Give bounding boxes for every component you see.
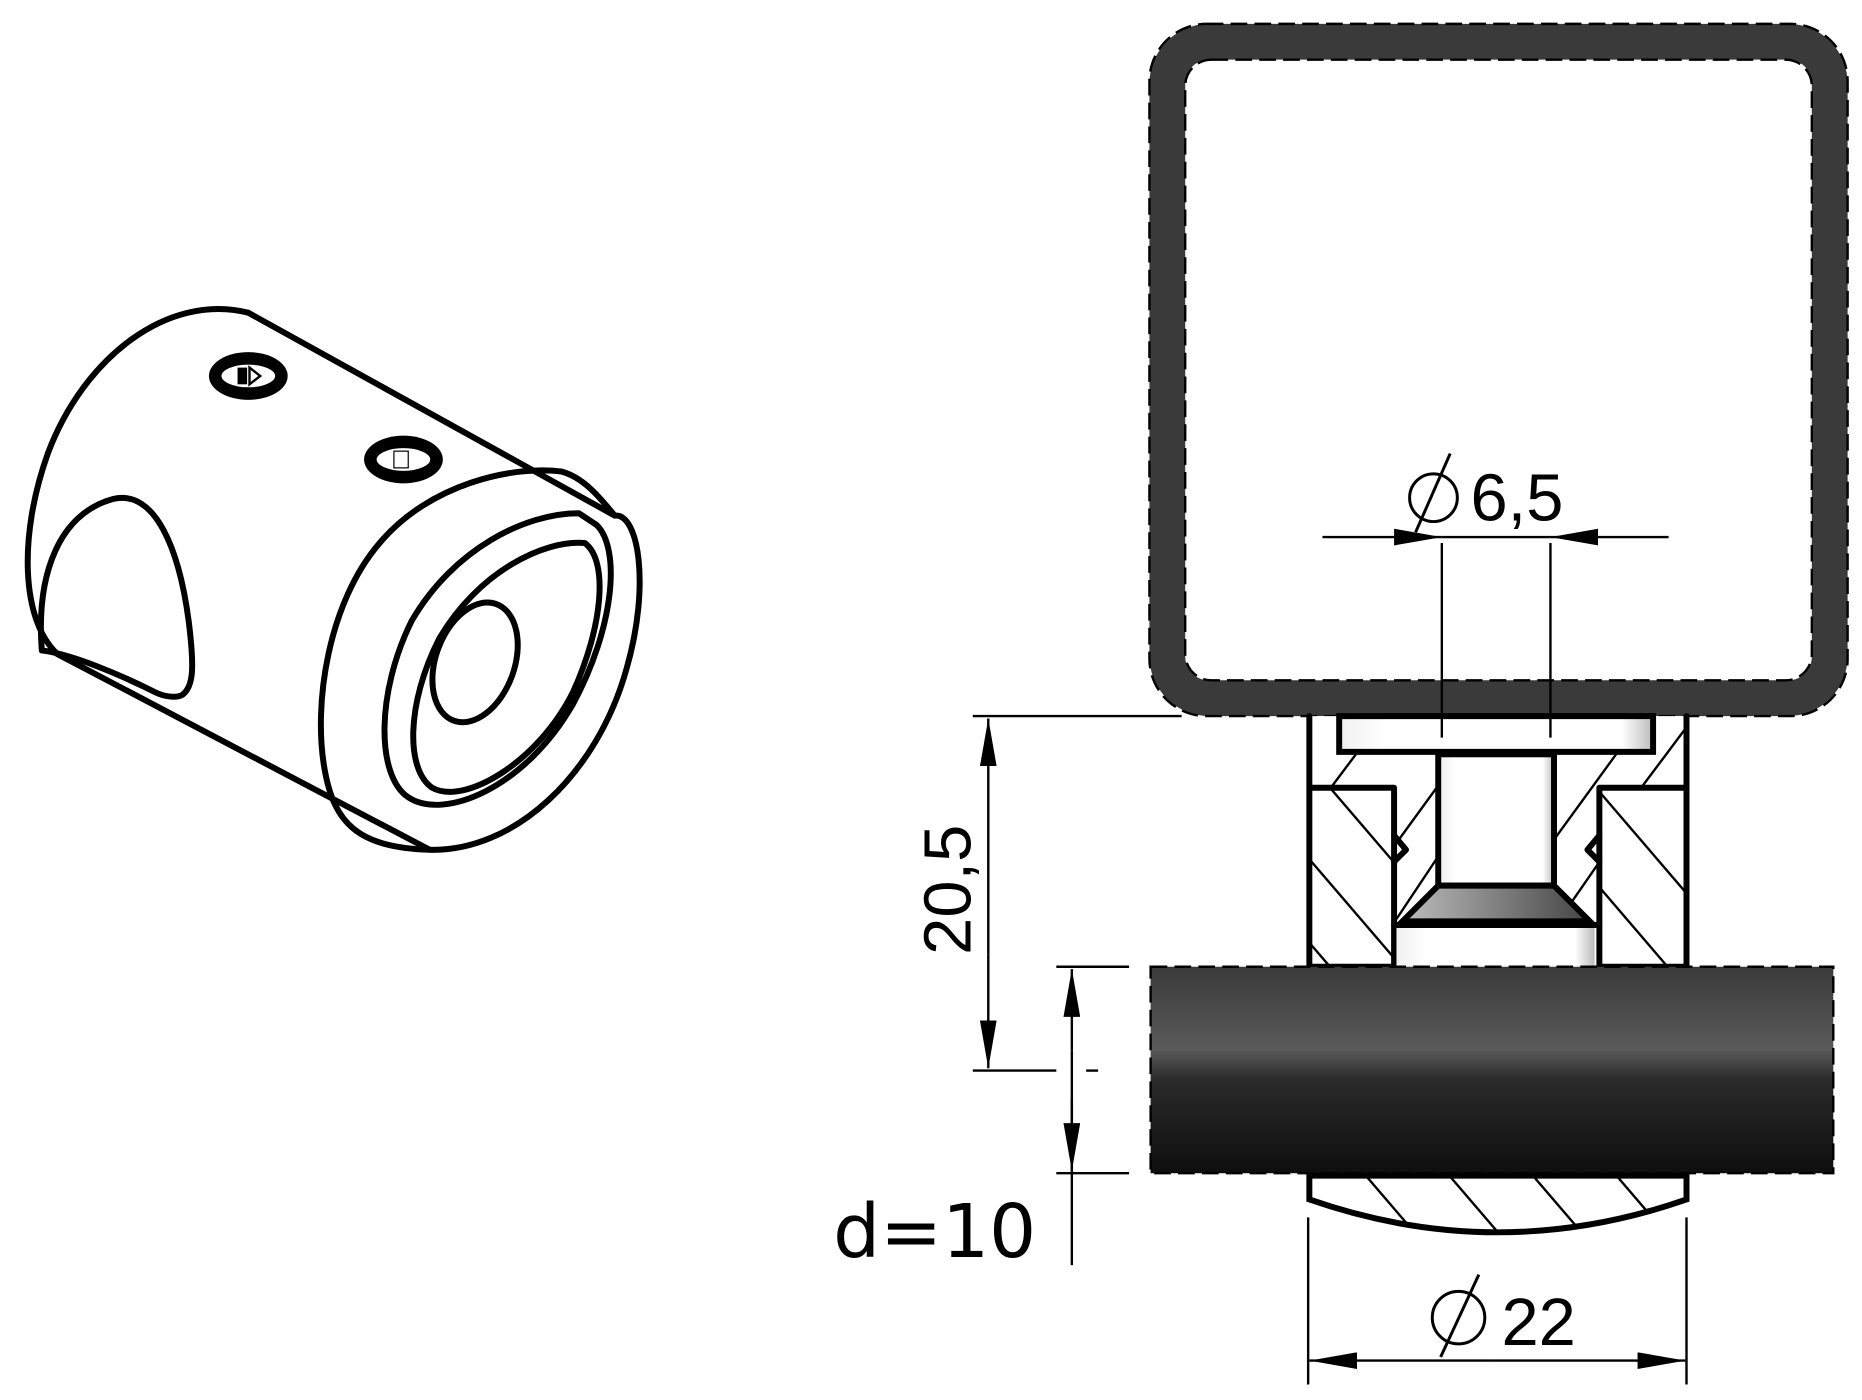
body-back-outline (24, 306, 433, 853)
front-face-outer (317, 467, 643, 853)
dim-hole-value: 6,5 (1470, 461, 1563, 535)
section-view: 6,5 20,5 d=10 2 (833, 22, 1849, 1385)
front-face-inner (410, 539, 603, 795)
dim-height-value: 20,5 (911, 825, 985, 955)
isometric-view (24, 306, 643, 853)
dimension-bar-diameter: d=10 (833, 965, 1130, 1275)
dim-body-value: 22 (1502, 1286, 1576, 1360)
washer-plate (1336, 713, 1657, 755)
dimension-body-diameter: 22 (1306, 1217, 1688, 1385)
body-top-edge (245, 309, 618, 519)
center-bore (429, 599, 521, 726)
diameter-symbol-icon (1408, 472, 1459, 524)
round-bar (1149, 965, 1835, 1175)
front-face-step (381, 510, 614, 808)
connector-body (1306, 713, 1690, 970)
countersink (1395, 882, 1598, 925)
diameter-symbol-icon (1430, 1289, 1487, 1346)
dimension-hole-diameter: 6,5 (1322, 452, 1669, 738)
side-bore (38, 494, 196, 700)
dimension-height: 20,5 (911, 714, 1182, 1072)
set-screw-icon (208, 352, 288, 400)
bottom-saddle (1306, 1172, 1690, 1236)
dim-bar-label: d=10 (833, 1189, 1036, 1275)
square-tube (1149, 23, 1848, 717)
set-screw-icon (364, 435, 443, 484)
